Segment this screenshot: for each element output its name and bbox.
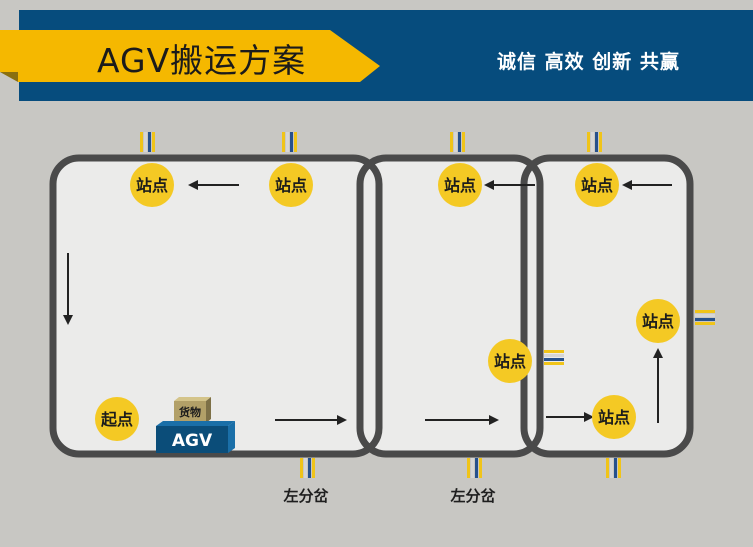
station-label: 站点 bbox=[136, 176, 168, 195]
station-2: 站点 bbox=[269, 163, 313, 207]
track-loop-middle bbox=[356, 154, 544, 458]
slogan: 诚信 高效 创新 共赢 bbox=[497, 51, 680, 73]
cargo-box bbox=[174, 401, 206, 423]
agv-label: AGV bbox=[172, 431, 213, 451]
zone-floor-right bbox=[524, 158, 690, 454]
agv-body bbox=[156, 426, 228, 453]
zone-floor-left bbox=[53, 158, 379, 454]
cargo-label: 货物 bbox=[178, 405, 201, 419]
track-marker-side-1 bbox=[544, 350, 564, 365]
station-1: 站点 bbox=[130, 163, 174, 207]
station-label: 站点 bbox=[494, 352, 526, 371]
track-marker-top-2 bbox=[282, 132, 297, 152]
station-7: 站点 bbox=[592, 395, 636, 439]
station-label: 站点 bbox=[581, 176, 613, 195]
cargo-box-top bbox=[174, 397, 211, 401]
track-marker-bottom-2 bbox=[467, 458, 482, 478]
track-marker-bottom-3 bbox=[606, 458, 621, 478]
track-marker-side-2 bbox=[695, 310, 715, 325]
agv-vehicle: 货物 AGV bbox=[156, 397, 235, 453]
track-loop-left bbox=[49, 154, 383, 458]
station-6: 站点 bbox=[636, 299, 680, 343]
fork-label-2: 左分岔 bbox=[449, 487, 496, 505]
station-label: 站点 bbox=[598, 408, 630, 427]
station-5: 站点 bbox=[488, 339, 532, 383]
zone-floor-middle bbox=[360, 158, 540, 454]
agv-body-side bbox=[228, 421, 235, 453]
track-marker-top-4 bbox=[587, 132, 602, 152]
start-label: 起点 bbox=[100, 410, 133, 429]
station-3: 站点 bbox=[438, 163, 482, 207]
track-marker-bottom-1 bbox=[300, 458, 315, 478]
cargo-box-side bbox=[206, 397, 211, 423]
fork-label-1: 左分岔 bbox=[282, 487, 329, 505]
station-label: 站点 bbox=[444, 176, 476, 195]
station-label: 站点 bbox=[275, 176, 307, 195]
page-title: AGV搬运方案 bbox=[97, 41, 307, 80]
title-tab bbox=[0, 30, 380, 82]
agv-body-top bbox=[156, 421, 235, 426]
track-marker-top-1 bbox=[140, 132, 155, 152]
station-label: 站点 bbox=[642, 312, 674, 331]
track-marker-top-3 bbox=[450, 132, 465, 152]
track-loop-right bbox=[520, 154, 694, 458]
station-4: 站点 bbox=[575, 163, 619, 207]
start-point: 起点 bbox=[95, 397, 139, 441]
